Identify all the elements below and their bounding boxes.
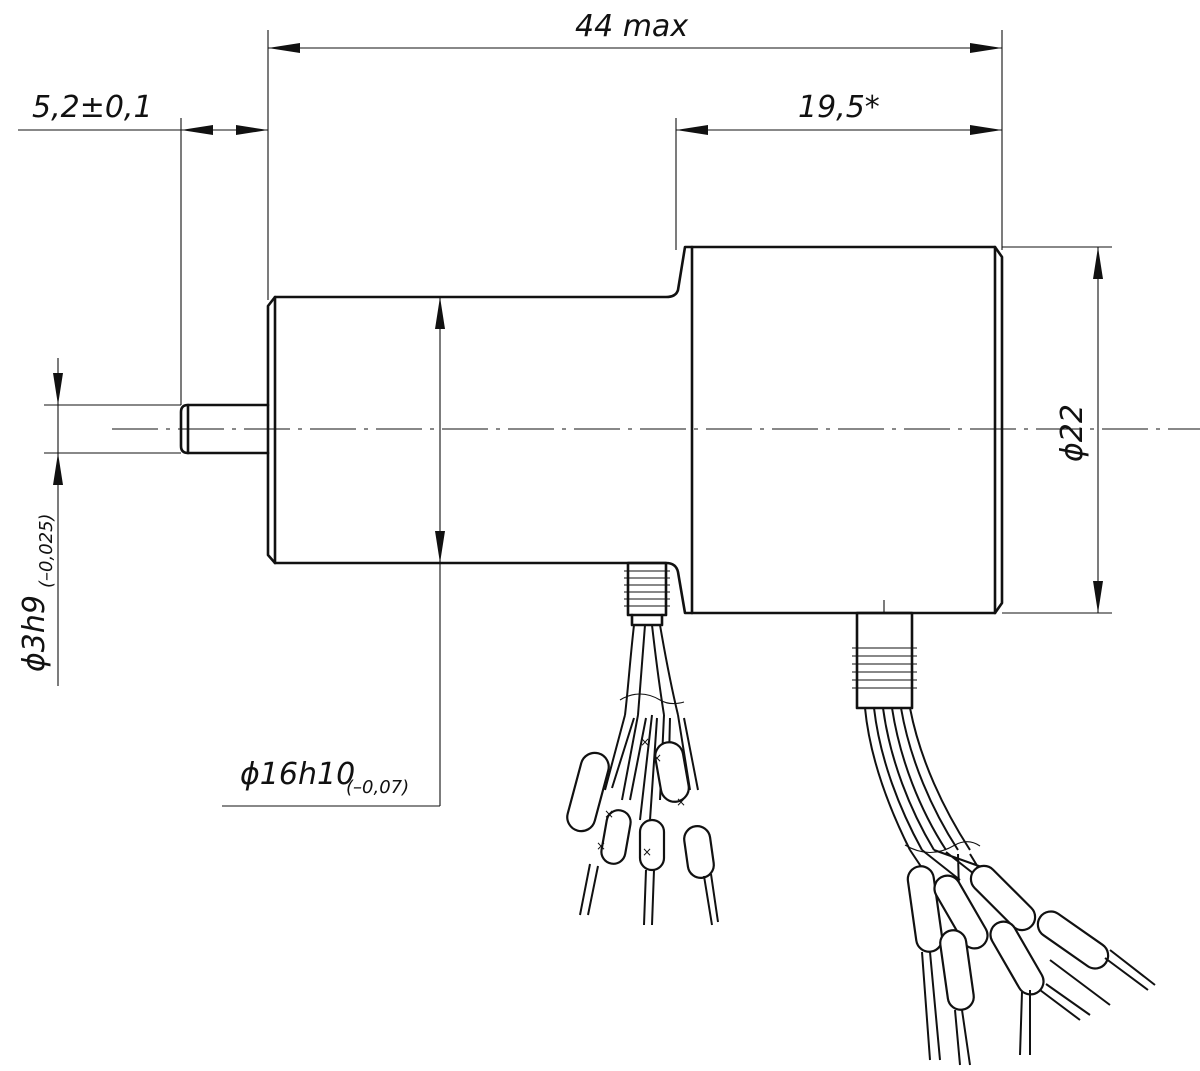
shaft bbox=[179, 403, 270, 455]
right-terminal-lug bbox=[906, 865, 944, 953]
front-body bbox=[266, 245, 1004, 615]
left-terminal-lug bbox=[566, 751, 610, 833]
right-terminal-lug bbox=[989, 920, 1045, 996]
right-terminal-lug bbox=[969, 864, 1037, 932]
left-terminal-lug bbox=[600, 809, 632, 865]
shaft-diameter-label: ϕ3h9 bbox=[17, 595, 52, 672]
lead-mark: × bbox=[676, 795, 686, 809]
left-terminal-lug bbox=[683, 825, 715, 879]
right-wire-harness bbox=[864, 707, 1156, 1066]
shaft-offset-label: 5,2±0,1 bbox=[32, 90, 153, 125]
left-terminal-lug bbox=[654, 741, 690, 803]
housing-diameter-label: ϕ22 bbox=[1055, 404, 1090, 462]
left-terminal-lug bbox=[638, 818, 666, 872]
overall-length-label: 44 max bbox=[575, 9, 688, 44]
right-terminal-lug bbox=[939, 929, 975, 1011]
housing-length-label: 19,5* bbox=[798, 90, 880, 125]
right-cable-gland bbox=[852, 600, 917, 710]
dimension-housing-length: 19,5* bbox=[676, 90, 1002, 135]
dimension-housing-diameter: ϕ22 bbox=[1055, 247, 1103, 613]
lead-mark: × bbox=[596, 839, 606, 853]
right-terminal-lug bbox=[933, 874, 989, 950]
lead-mark: × bbox=[642, 845, 652, 859]
dimension-shaft-offset: 5,2±0,1 bbox=[18, 90, 268, 135]
lead-mark: × bbox=[604, 807, 614, 821]
lead-mark: × bbox=[640, 735, 650, 749]
body-diameter-label: ϕ16h10 bbox=[240, 757, 355, 792]
left-wire-harness: × × × × × × bbox=[566, 624, 719, 926]
extension-lines bbox=[44, 30, 1112, 806]
right-terminal-lug bbox=[1036, 910, 1110, 970]
dimension-shaft-diameter: ϕ3h9 (–0,025) bbox=[17, 358, 63, 686]
left-cable-gland bbox=[624, 561, 670, 627]
dimension-body-diameter: ϕ16h10 (–0,07) bbox=[222, 297, 445, 807]
lead-mark: × bbox=[652, 751, 662, 765]
dimension-overall-length: 44 max bbox=[268, 9, 1002, 53]
body-tolerance-label: (–0,07) bbox=[346, 777, 409, 798]
shaft-tolerance-label: (–0,025) bbox=[36, 513, 57, 588]
rear-housing bbox=[690, 245, 997, 615]
